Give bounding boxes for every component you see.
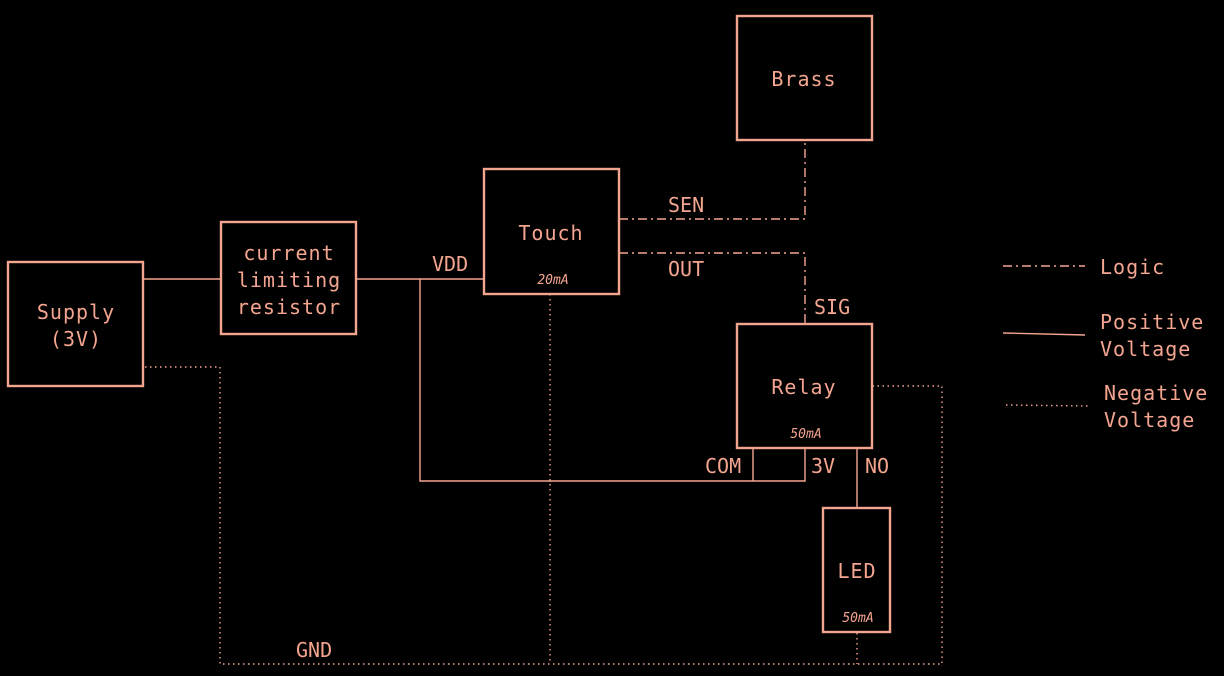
resistor-box [219,220,358,336]
pin-labels: VDD SEN OUT SIG COM 3V NO GND [296,193,889,662]
pin-label-out: OUT [668,257,704,281]
legend-negative-label-line1: Negative [1104,381,1208,405]
touch-box [482,167,621,296]
legend-negative-label-line2: Voltage [1104,408,1195,432]
relay-label: Relay [771,375,836,399]
led-block: LED 50mA [821,506,892,634]
brass-label: Brass [771,67,836,91]
resistor-label-line2: limiting [237,268,341,292]
supply-label-line2: (3V) [50,327,102,351]
brass-block: Brass [735,14,874,142]
touch-label: Touch [518,221,583,245]
positive-wires [143,278,858,508]
touch-block: Touch 20mA [482,167,621,296]
wire-vdd-relay-3v [419,279,806,482]
pin-label-no: NO [865,454,889,478]
logic-wires [619,141,806,323]
legend-positive-label-line2: Voltage [1100,337,1191,361]
supply-label-line1: Supply [37,300,115,324]
pin-label-sen: SEN [668,193,704,217]
relay-current: 50mA [790,427,821,442]
negative-wires [145,294,943,665]
supply-box [6,260,145,388]
pin-label-com: COM [705,454,741,478]
legend-negative-line [1005,404,1089,407]
resistor-label-line1: current [243,241,334,265]
legend: Logic Positive Voltage Negative Voltage [1002,255,1208,432]
pin-label-3v: 3V [811,454,835,478]
brass-box [735,14,874,142]
led-current: 50mA [842,611,873,626]
led-box [821,506,892,634]
pin-label-vdd: VDD [432,252,468,276]
pin-label-sig: SIG [814,295,850,319]
wire-touch-sen-brass [619,141,806,220]
legend-positive-label-line1: Positive [1100,310,1204,334]
legend-logic-label: Logic [1100,255,1165,279]
legend-positive-line [1002,332,1086,336]
pin-label-gnd: GND [296,638,332,662]
relay-block: Relay 50mA [735,322,874,450]
touch-current: 20mA [537,273,568,288]
supply-block: Supply (3V) [6,260,145,388]
led-label: LED [837,559,876,583]
resistor-block: current limiting resistor [219,220,358,336]
wire-touch-out-relay-sig [619,252,806,323]
resistor-label-line3: resistor [237,295,341,319]
relay-box [735,322,874,450]
